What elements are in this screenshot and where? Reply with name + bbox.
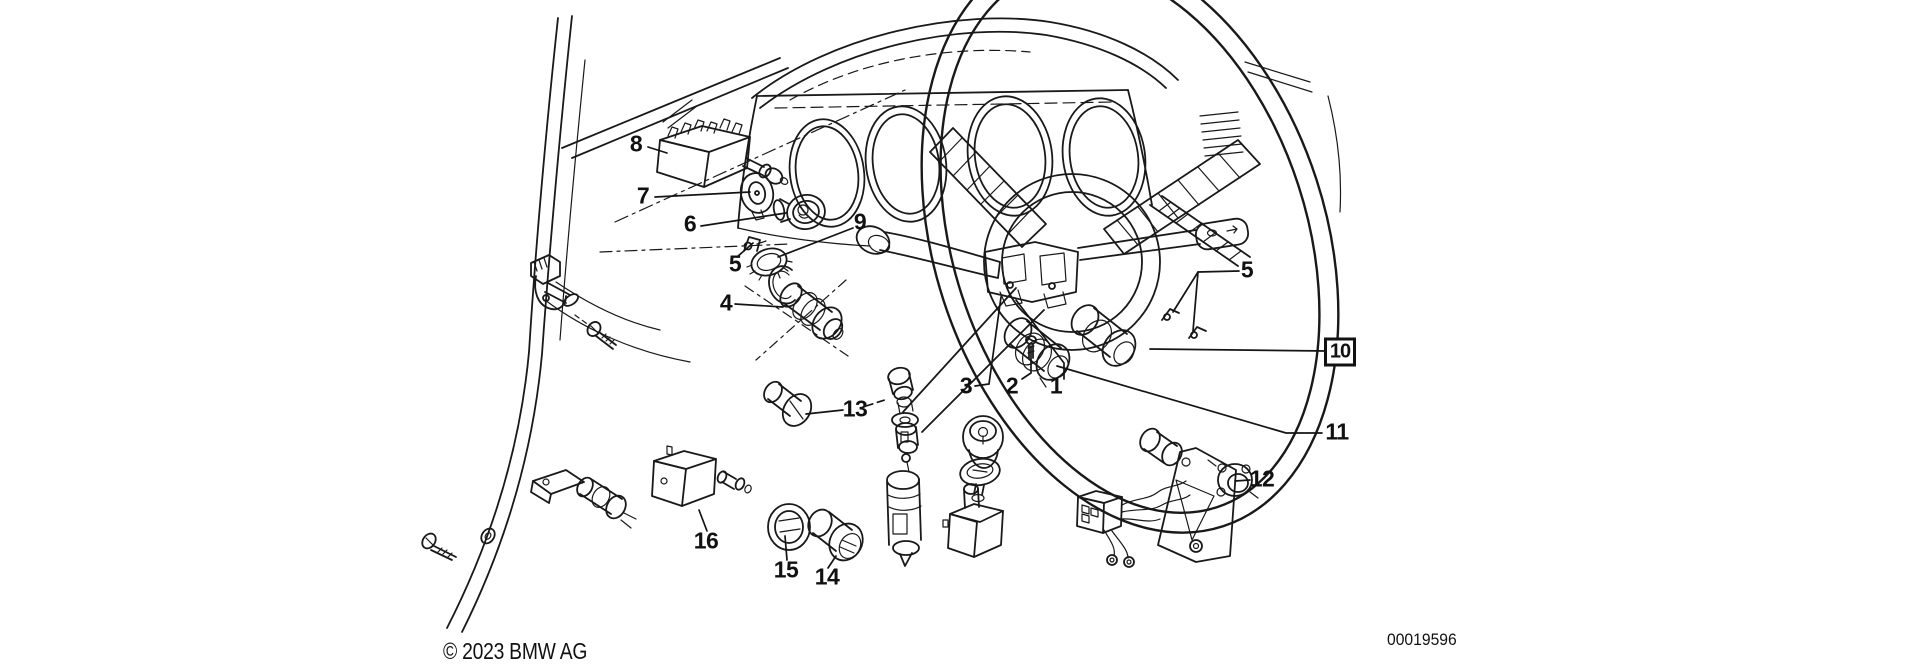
gauge-dials <box>788 95 1147 228</box>
part-11-switch <box>1003 317 1071 388</box>
leader-12 <box>1234 479 1251 482</box>
callout-13: 13 <box>842 395 868 422</box>
callout-1: 1 <box>1049 372 1063 399</box>
part-4-switch <box>744 279 849 361</box>
callout-10: 10 <box>1324 337 1356 367</box>
callout-2: 2 <box>1005 372 1019 399</box>
turn-signal-stalk-left <box>855 225 1001 279</box>
part-5-clamp-left <box>743 236 767 252</box>
callout-4: 4 <box>719 289 733 316</box>
callout-6: 6 <box>683 210 697 237</box>
leader-5 <box>1172 270 1240 313</box>
leader-5 <box>1192 271 1199 332</box>
part-14-socket <box>807 508 864 562</box>
leader-7 <box>654 191 751 198</box>
callout-5: 5 <box>728 250 742 277</box>
callout-16: 16 <box>693 527 719 554</box>
part-13-cap <box>763 380 813 427</box>
leader-1 <box>1015 299 1065 380</box>
instrument-cluster-hood <box>751 17 1179 109</box>
wiring-harness <box>1076 427 1237 568</box>
stalk-right <box>1077 217 1250 261</box>
part-10-switch <box>1070 304 1137 367</box>
leader-11 <box>1056 365 1323 434</box>
part-16-switch <box>651 445 752 507</box>
door-jamb-switch <box>530 254 617 350</box>
callout-5: 5 <box>1240 256 1254 283</box>
diagram-number: 00019596 <box>1387 631 1457 649</box>
callout-14: 14 <box>814 563 840 590</box>
part-6-bulb-socket <box>772 194 826 230</box>
callout-9: 9 <box>853 208 867 235</box>
stop-light-switch-group <box>421 469 637 561</box>
column-switch-assembly <box>984 241 1079 359</box>
leader-5 <box>736 242 754 258</box>
leader-6 <box>700 212 787 227</box>
leader-13 <box>865 398 889 407</box>
leader-3 <box>974 296 1002 387</box>
leader-8 <box>647 146 668 154</box>
leader-16 <box>698 509 708 532</box>
leader-13 <box>805 409 844 415</box>
part-8-switch <box>656 118 789 188</box>
copyright-text: © 2023 BMW AG <box>443 638 588 664</box>
callout-7: 7 <box>636 182 650 209</box>
callout-15: 15 <box>773 556 799 583</box>
leader-10 <box>1149 348 1327 352</box>
part-15-ring <box>767 503 811 551</box>
callout-11: 11 <box>1325 418 1349 445</box>
leader-14 <box>827 555 837 569</box>
leader-9 <box>777 227 854 258</box>
callout-8: 8 <box>629 130 643 157</box>
part-7-grommet <box>739 172 775 221</box>
part-5-clamps-right <box>1161 308 1207 339</box>
callout-3: 3 <box>959 372 973 399</box>
callout-12: 12 <box>1249 465 1275 492</box>
part-9-knurled-ring <box>746 247 796 305</box>
ignition-lock-parts <box>942 415 1004 558</box>
dash-top-left <box>561 57 906 253</box>
leader-2 <box>1021 345 1032 380</box>
steering-wheel-rim <box>920 0 1340 534</box>
leader-15 <box>784 535 788 561</box>
leader-4 <box>734 303 784 308</box>
a-pillar <box>446 15 691 633</box>
lock-cylinder-stack <box>886 366 922 567</box>
